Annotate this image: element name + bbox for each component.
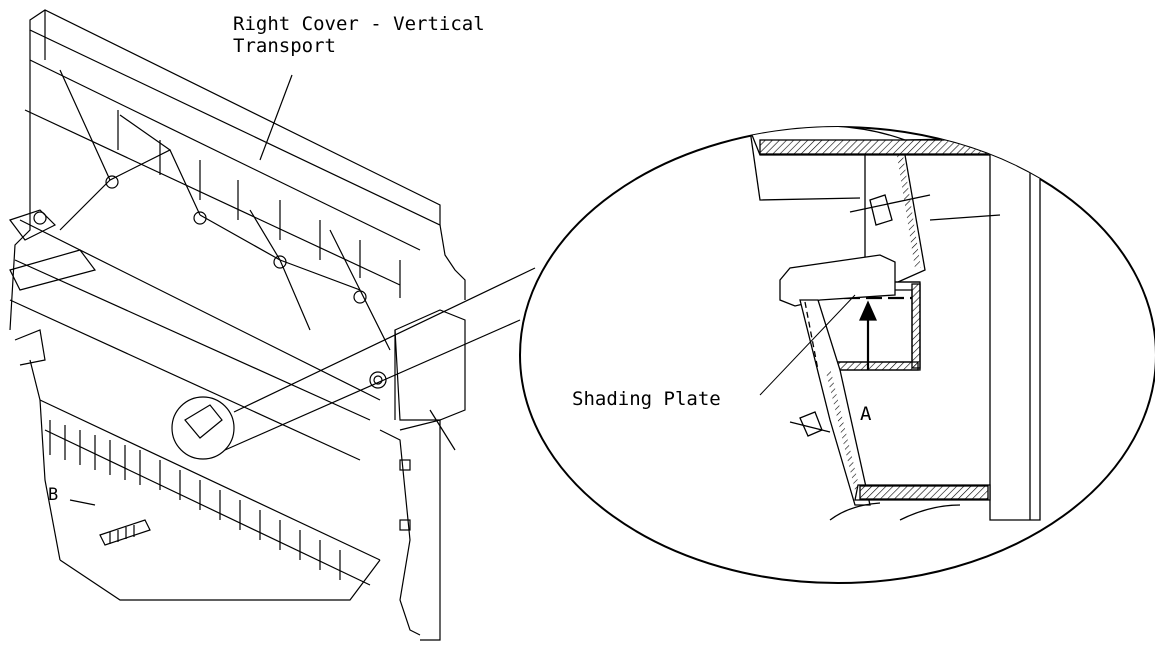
right-cover-assembly [9,9,536,641]
arrow-a-label: A [860,403,872,425]
detail-magnifier [519,126,1155,584]
part-b-label: B [48,485,58,505]
right-cover-label-line2: Transport [233,35,336,57]
shading-plate-label: Shading Plate [572,388,721,410]
right-cover-label-line1: Right Cover - Vertical [233,13,485,35]
